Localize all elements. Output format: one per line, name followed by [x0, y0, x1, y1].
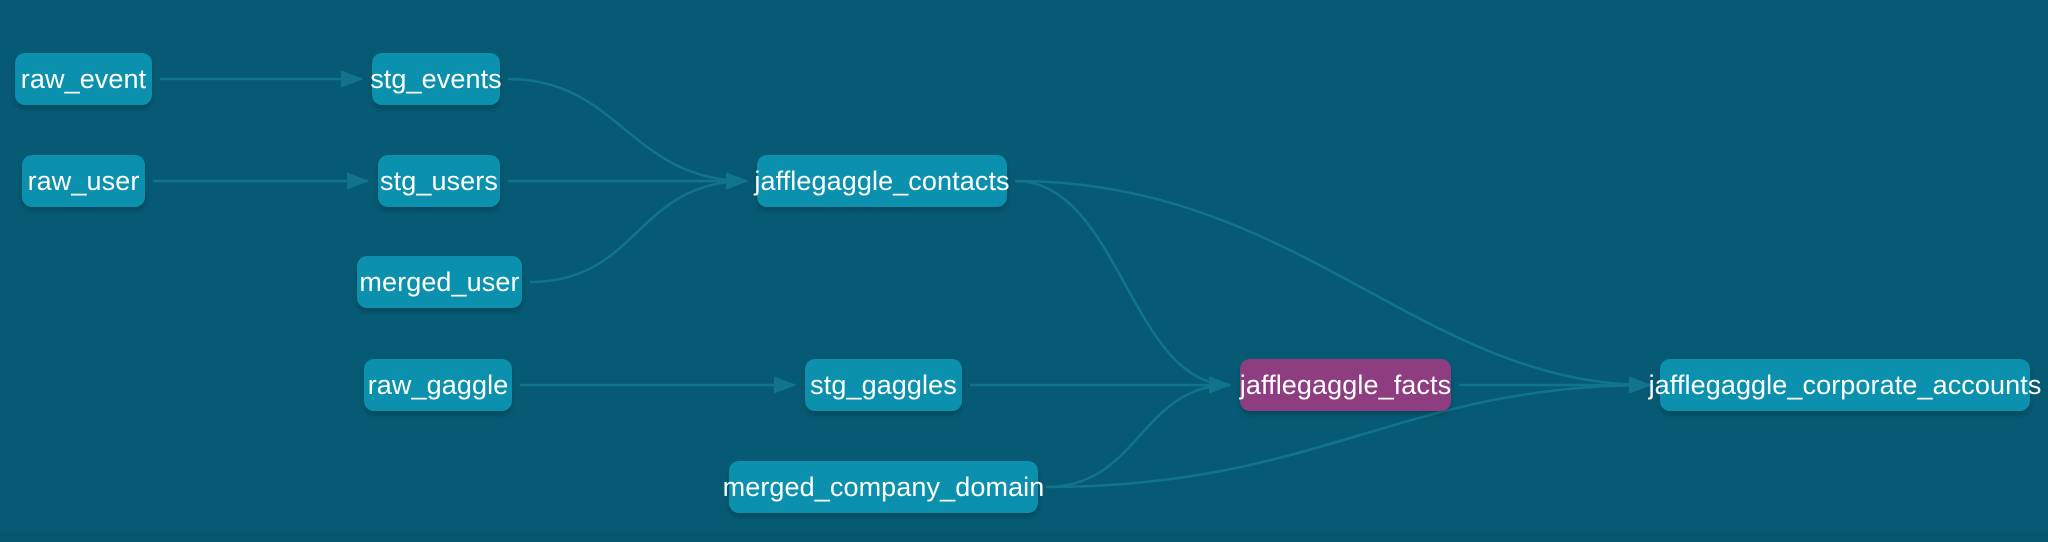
graph-node-stg_gaggles[interactable]: stg_gaggles — [805, 359, 962, 411]
graph-node-merged_company_domain[interactable]: merged_company_domain — [723, 461, 1044, 513]
graph-node-jafflegaggle_contacts[interactable]: jafflegaggle_contacts — [754, 155, 1010, 207]
node-label: stg_users — [380, 165, 498, 196]
graph-node-jafflegaggle_corporate_accounts[interactable]: jafflegaggle_corporate_accounts — [1649, 359, 2041, 411]
node-label: merged_company_domain — [722, 471, 1045, 502]
node-label: stg_gaggles — [810, 369, 957, 400]
node-label: jafflegaggle_contacts — [754, 165, 1010, 196]
graph-node-raw_event[interactable]: raw_event — [15, 53, 152, 105]
node-label: merged_user — [359, 266, 520, 297]
graph-node-raw_user[interactable]: raw_user — [22, 155, 145, 207]
canvas-bottom-band — [0, 532, 2048, 542]
graph-node-jafflegaggle_facts[interactable]: jafflegaggle_facts — [1240, 359, 1451, 411]
graph-node-stg_events[interactable]: stg_events — [370, 53, 502, 105]
node-label: jafflegaggle_facts — [1239, 369, 1452, 400]
graph-node-stg_users[interactable]: stg_users — [378, 155, 500, 207]
node-label: raw_user — [27, 165, 140, 196]
graph-node-merged_user[interactable]: merged_user — [357, 256, 522, 308]
node-label: jafflegaggle_corporate_accounts — [1648, 369, 2042, 400]
node-label: stg_events — [370, 63, 502, 94]
graph-node-raw_gaggle[interactable]: raw_gaggle — [364, 359, 512, 411]
node-label: raw_event — [20, 63, 147, 94]
node-label: raw_gaggle — [367, 369, 509, 400]
